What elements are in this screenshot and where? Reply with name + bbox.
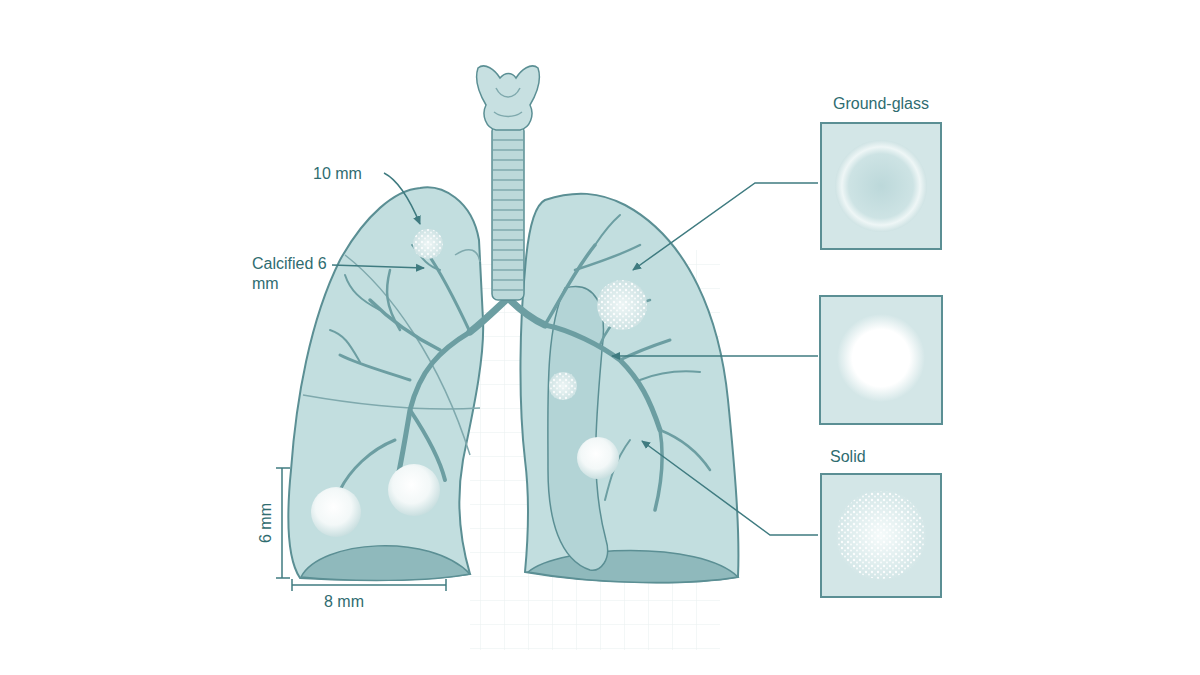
nodule-label: Calcified 6 mm: [252, 254, 332, 294]
inset-box: [820, 296, 942, 424]
inset-heading: Solid: [830, 447, 866, 467]
inset-box: Solid: [820, 473, 942, 598]
dimension-label: 6 mm: [256, 503, 276, 543]
size-label: 10 mm: [313, 164, 362, 184]
inset-box: Ground-glass: [820, 122, 942, 250]
inset-heading: Ground-glass: [833, 94, 929, 114]
dimension-label: 8 mm: [324, 592, 364, 612]
